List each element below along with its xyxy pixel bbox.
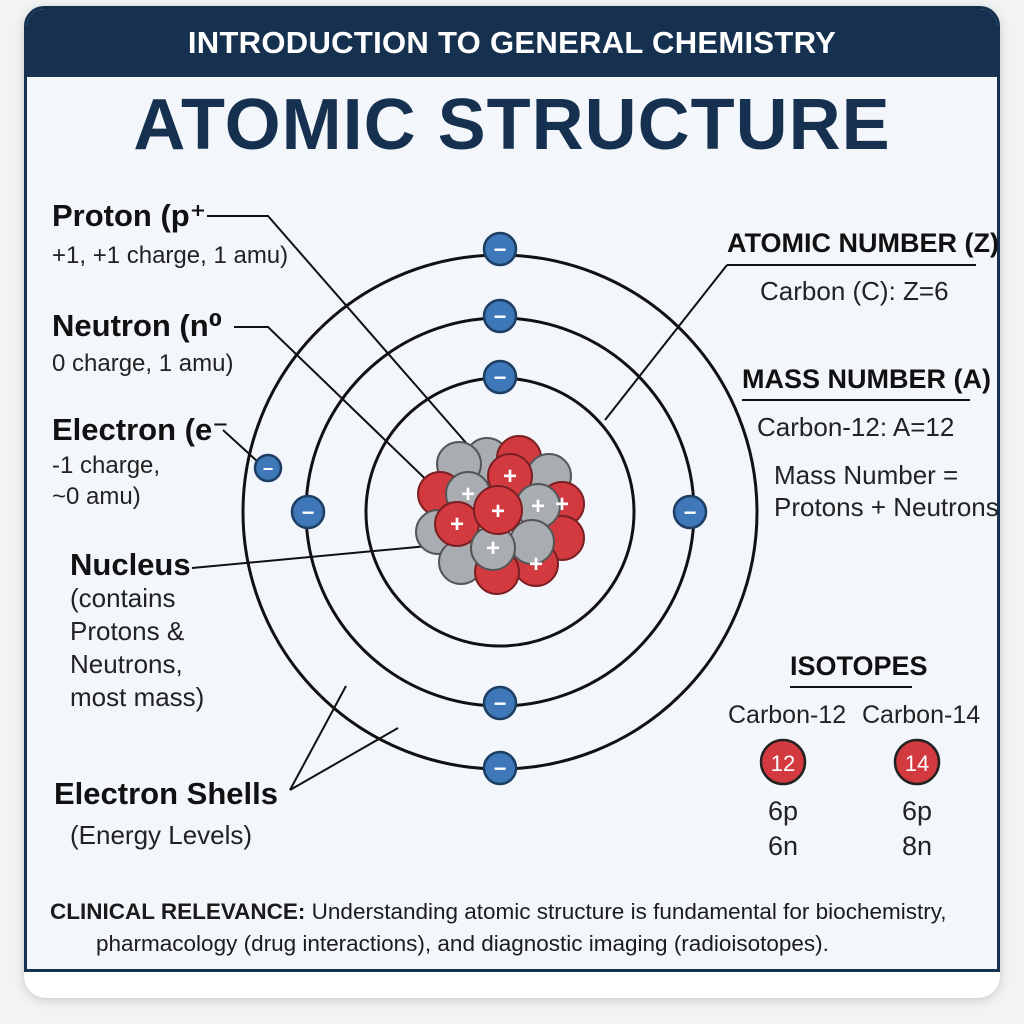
electron-legend-marker: −: [253, 453, 283, 483]
svg-text:−: −: [494, 756, 507, 781]
nucleus: + + + + + + + +: [415, 435, 585, 595]
isotope-name-c12: Carbon-12: [728, 701, 847, 729]
electron: −: [482, 298, 518, 334]
svg-text:−: −: [302, 500, 315, 525]
mass-number-formula-line1: Mass Number =: [774, 460, 959, 490]
isotope-neutrons-c12: 6n: [768, 831, 799, 861]
electron: −: [290, 494, 326, 530]
isotope-name-c14: Carbon-14: [862, 701, 981, 729]
plus-sign: +: [461, 481, 475, 508]
plus-sign: +: [491, 498, 505, 525]
isotope-badge-c12: [759, 738, 807, 786]
electron: −: [482, 750, 518, 786]
mass-number-heading: MASS NUMBER (A): [742, 364, 991, 394]
isotope-neutrons-c14: 8n: [902, 831, 933, 861]
svg-text:−: −: [494, 691, 507, 716]
electron-leader: [222, 429, 259, 463]
proton-particle: [473, 485, 523, 535]
electron: −: [672, 494, 708, 530]
svg-text:−: −: [494, 304, 507, 329]
leader-lines: [191, 215, 728, 791]
svg-text:−: −: [494, 237, 507, 262]
atomic-number-leader: [604, 264, 728, 421]
atomic-number-heading: ATOMIC NUMBER (Z): [727, 228, 999, 258]
electrons: − − − − − − − −: [253, 231, 708, 786]
plus-sign: +: [486, 535, 500, 562]
nucleus-leader: [191, 545, 429, 569]
plus-sign: +: [503, 463, 517, 490]
plus-sign: +: [450, 511, 464, 538]
clinical-relevance-label: CLINICAL RELEVANCE:: [50, 899, 306, 924]
neutron-leader: [234, 326, 443, 496]
clinical-relevance-line1: Understanding atomic structure is fundam…: [305, 899, 947, 924]
mass-number-formula-line2: Protons + Neutrons: [774, 492, 999, 522]
shells-leader-2: [289, 727, 399, 791]
electron-description-line2: ~0 amu): [52, 483, 141, 510]
nucleus-label: Nucleus: [70, 547, 191, 582]
isotope-protons-c12: 6p: [768, 796, 799, 826]
electron: −: [482, 231, 518, 267]
isotope-badge-c14: [893, 738, 941, 786]
proton-description: +1, +1 charge, 1 amu): [52, 242, 289, 269]
isotopes-heading: ISOTOPES: [790, 651, 928, 681]
electron-description-line1: -1 charge,: [52, 452, 161, 479]
svg-text:−: −: [684, 500, 697, 525]
clinical-relevance-line2: pharmacology (drug interactions), and di…: [96, 931, 829, 956]
plus-sign: +: [555, 491, 569, 518]
electron-shells-description: (Energy Levels): [70, 820, 253, 850]
isotope-mass-c12: 12: [771, 751, 795, 776]
neutron-description: 0 charge, 1 amu): [52, 350, 234, 377]
plus-sign: +: [529, 551, 543, 578]
particle-signs: + + + + + + + +: [450, 463, 569, 578]
nucleus-description: (contains Protons & Neutrons, most mass): [70, 583, 205, 712]
electron-shells-label: Electron Shells: [54, 776, 278, 811]
electron: −: [482, 359, 518, 395]
atomic-number-value: Carbon (C): Z=6: [760, 276, 949, 306]
proton-label: Proton (p⁺: [52, 198, 207, 233]
isotope-protons-c14: 6p: [902, 796, 933, 826]
page-title: ATOMIC STRUCTURE: [133, 85, 891, 165]
plus-sign: +: [531, 493, 545, 520]
electron: −: [482, 685, 518, 721]
proton-leader: [207, 215, 489, 469]
isotope-mass-c14: 14: [905, 751, 929, 776]
course-banner: INTRODUCTION TO GENERAL CHEMISTRY: [27, 9, 997, 77]
isotope-badges: 12 14: [759, 738, 941, 786]
svg-text:−: −: [263, 459, 274, 479]
svg-text:−: −: [494, 365, 507, 390]
electron-label: Electron (e⁻: [52, 412, 229, 447]
neutron-label: Neutron (n⁰: [52, 308, 223, 343]
mass-number-value: Carbon-12: A=12: [757, 412, 955, 442]
clinical-relevance-note: CLINICAL RELEVANCE: Understanding atomic…: [50, 896, 980, 960]
shells-leader-1: [289, 685, 347, 791]
